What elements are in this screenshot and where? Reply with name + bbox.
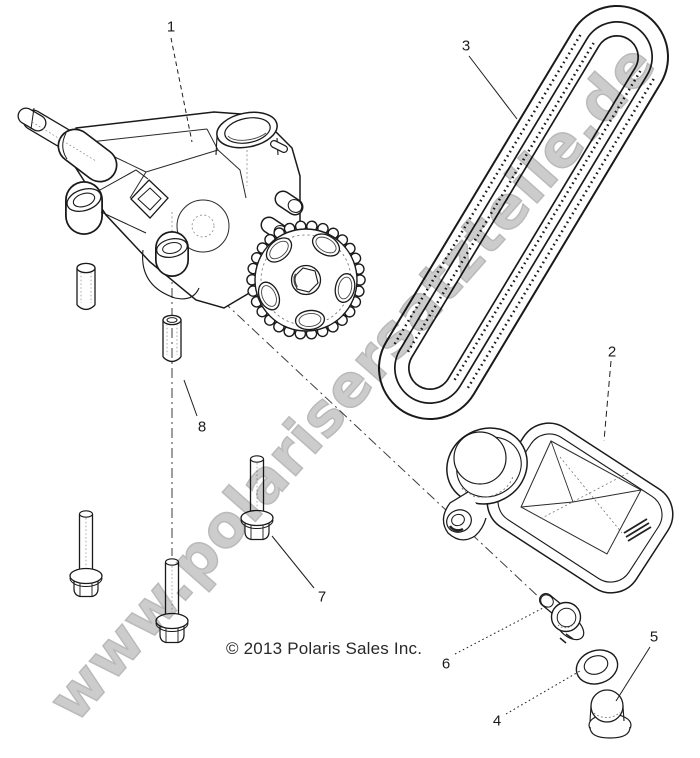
callout-6: 6 bbox=[441, 655, 451, 673]
leader-3 bbox=[468, 55, 518, 120]
pump-shaft bbox=[17, 107, 118, 183]
callout-4: 4 bbox=[492, 712, 502, 730]
pump-mount-lug bbox=[142, 231, 200, 300]
flange-bolt-middle bbox=[155, 558, 189, 644]
leader-4 bbox=[505, 670, 581, 715]
leader-lines bbox=[170, 37, 651, 715]
oil-strainer bbox=[442, 422, 674, 594]
strainer-mount-ear bbox=[442, 491, 487, 541]
flange-bolt-right bbox=[240, 455, 274, 541]
washer bbox=[575, 649, 619, 685]
strainer-bolt bbox=[539, 593, 585, 644]
plug bbox=[588, 689, 632, 739]
drive-chain bbox=[378, 5, 669, 420]
leader-8 bbox=[183, 379, 198, 417]
callout-8: 8 bbox=[197, 418, 207, 436]
callout-5: 5 bbox=[649, 628, 659, 646]
leader-7 bbox=[271, 535, 315, 589]
oil-pump-assembly bbox=[17, 107, 366, 340]
callout-7: 7 bbox=[317, 588, 327, 606]
pump-sprocket bbox=[246, 220, 366, 340]
leader-1 bbox=[170, 37, 193, 143]
flange-bolt-left bbox=[69, 510, 103, 598]
dowel-pin-1 bbox=[76, 262, 96, 311]
callout-1: 1 bbox=[166, 18, 176, 36]
strainer-spout bbox=[446, 427, 528, 505]
leader-2 bbox=[603, 360, 612, 442]
callout-2: 2 bbox=[607, 343, 617, 361]
strainer-stamp bbox=[623, 518, 652, 542]
pump-bushing bbox=[65, 169, 149, 235]
copyright-text: © 2013 Polaris Sales Inc. bbox=[226, 639, 423, 658]
leader-5 bbox=[615, 646, 651, 702]
leader-6 bbox=[454, 607, 544, 655]
pump-drive-window bbox=[130, 179, 169, 219]
pump-outlet-boss bbox=[215, 111, 288, 156]
dowel-pin-2 bbox=[162, 314, 182, 363]
callout-3: 3 bbox=[461, 37, 471, 55]
